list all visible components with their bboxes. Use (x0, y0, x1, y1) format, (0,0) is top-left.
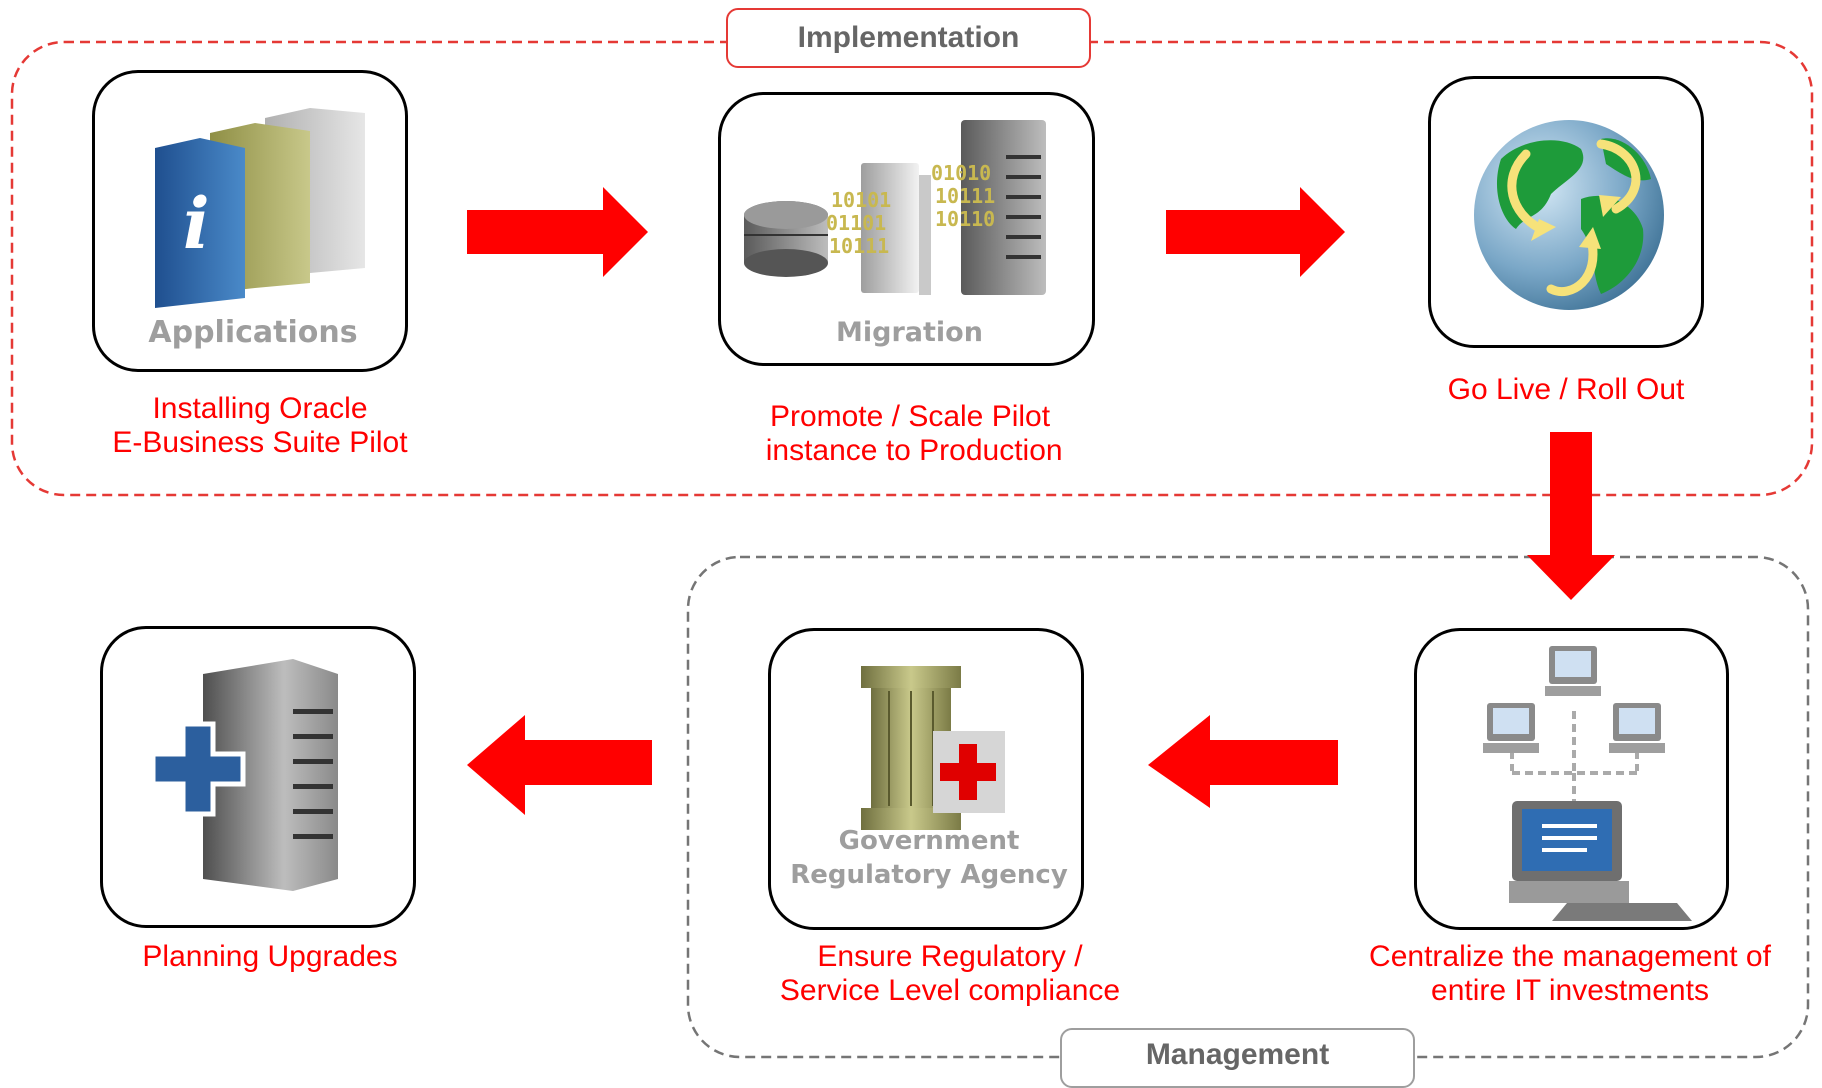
small-computer-left (1483, 703, 1539, 753)
arrow-right-2 (1166, 187, 1345, 277)
step-card-upgrades (100, 626, 416, 928)
caption-line: Service Level compliance (779, 974, 1121, 1007)
main-computer (1509, 801, 1692, 921)
svg-text:10110: 10110 (935, 207, 995, 231)
management-group-label: Management (1060, 1028, 1415, 1088)
caption-step-6: Planning Upgrades (80, 940, 460, 974)
caption-step-3: Go Live / Roll Out (1366, 373, 1766, 407)
caption-step-2: Promote / Scale Pilot instance to Produc… (700, 400, 1120, 468)
caption-line: Installing Oracle (152, 392, 368, 425)
arrow-right-1 (467, 187, 648, 277)
arrow-down-1 (1527, 432, 1615, 600)
network-computers-icon (1483, 646, 1692, 921)
svg-text:i: i (183, 182, 210, 265)
icon-label-government: Government Regulatory Agency (771, 824, 1081, 892)
applications-books-icon: i (155, 108, 365, 308)
government-pillar-icon (861, 666, 1005, 830)
arrow-left-2 (467, 715, 652, 815)
caption-line: entire IT investments (1431, 974, 1709, 1007)
icon-label-line: Government (838, 826, 1020, 856)
svg-text:10101: 10101 (831, 188, 891, 212)
icon-label-migration: Migration (836, 317, 983, 348)
step-card-go-live (1428, 76, 1704, 348)
step-card-centralize (1414, 628, 1729, 930)
icon-label-line: Regulatory Agency (790, 860, 1068, 890)
arrow-left-1 (1148, 715, 1338, 808)
caption-line: instance to Production (757, 434, 1063, 467)
caption-step-4: Centralize the management of entire IT i… (1330, 940, 1810, 1008)
small-computer-right (1609, 703, 1665, 753)
step-card-regulatory: Government Regulatory Agency (768, 628, 1084, 930)
caption-step-5: Ensure Regulatory / Service Level compli… (740, 940, 1160, 1008)
caption-step-1: Installing Oracle E-Business Suite Pilot (60, 392, 460, 460)
svg-text:10111: 10111 (829, 234, 889, 258)
globe-icon (1474, 120, 1664, 310)
server-plus-icon (150, 659, 338, 891)
implementation-group-label: Implementation (726, 8, 1091, 68)
caption-line: E-Business Suite Pilot (112, 426, 408, 459)
step-card-applications: i Applications (92, 70, 408, 372)
caption-line: Promote / Scale Pilot (769, 400, 1051, 433)
svg-text:01101: 01101 (826, 211, 886, 235)
caption-line: Go Live / Roll Out (1447, 373, 1685, 406)
svg-text:01010: 01010 (931, 161, 991, 185)
small-computer-top (1545, 646, 1601, 696)
caption-line: Centralize the management of (1369, 940, 1771, 973)
caption-line: Ensure Regulatory / (817, 940, 1083, 973)
icon-label-applications: Applications (148, 315, 358, 350)
caption-line: Planning Upgrades (142, 940, 398, 973)
svg-text:10111: 10111 (935, 184, 995, 208)
